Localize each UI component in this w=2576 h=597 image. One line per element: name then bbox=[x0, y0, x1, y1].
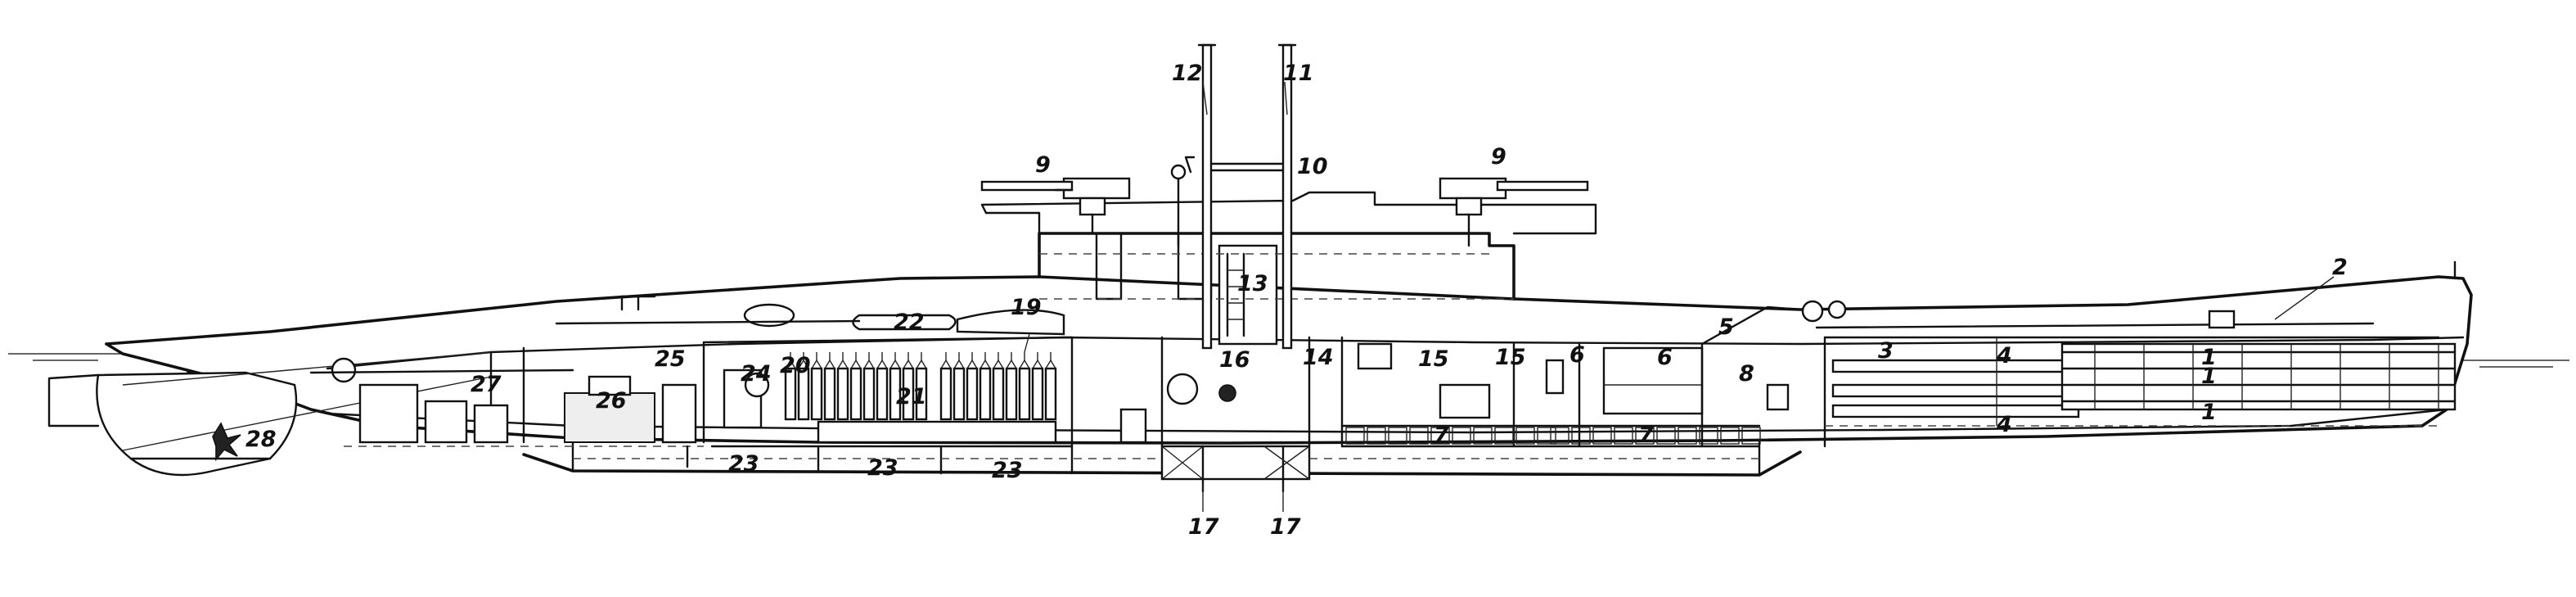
battery-cell bbox=[1635, 427, 1655, 445]
callout-3: 3 bbox=[1878, 338, 1894, 364]
battery-cell bbox=[1741, 427, 1761, 445]
cylinder bbox=[876, 352, 889, 421]
callout-23b: 23 bbox=[867, 455, 898, 481]
battery-cell bbox=[1345, 427, 1365, 445]
cylinder bbox=[797, 352, 810, 421]
callout-8: 8 bbox=[1739, 361, 1754, 387]
stern-assembly bbox=[47, 342, 574, 477]
cylinder bbox=[823, 352, 836, 421]
callout-9b: 9 bbox=[1491, 144, 1506, 170]
cylinder bbox=[810, 352, 823, 421]
conning-tower bbox=[980, 43, 1597, 493]
battery-cell bbox=[1515, 427, 1535, 445]
callout-4b: 4 bbox=[1996, 412, 2012, 437]
cylinder bbox=[836, 352, 849, 421]
cylinder bbox=[862, 352, 876, 421]
callout-23c: 23 bbox=[992, 458, 1023, 483]
cylinder bbox=[992, 352, 1005, 421]
battery-cell bbox=[1592, 427, 1612, 445]
callout-2: 2 bbox=[2332, 255, 2348, 280]
battery-cell bbox=[1678, 427, 1697, 445]
battery-cell bbox=[1537, 427, 1556, 445]
cylinder bbox=[889, 352, 902, 421]
cylinder bbox=[784, 352, 797, 421]
torpedo-tubes bbox=[2060, 344, 2457, 409]
callout-14: 14 bbox=[1303, 345, 1334, 370]
cylinder bbox=[1018, 352, 1031, 421]
callout-17b: 17 bbox=[1270, 514, 1301, 540]
cylinder bbox=[915, 352, 928, 421]
torpedo-room bbox=[1815, 260, 2457, 427]
callout-4a: 4 bbox=[1996, 343, 2012, 369]
battery-cell bbox=[1494, 427, 1514, 445]
callout-27: 27 bbox=[471, 372, 502, 397]
callout-24: 24 bbox=[741, 361, 772, 387]
cylinder bbox=[966, 352, 979, 421]
battery-cell bbox=[1388, 427, 1407, 445]
callout-26: 26 bbox=[596, 388, 627, 414]
forward-deck-gun bbox=[1439, 177, 1589, 247]
callout-5: 5 bbox=[1718, 314, 1734, 340]
callout-1c: 1 bbox=[2201, 400, 2217, 425]
diesel-cylinders bbox=[784, 352, 1057, 421]
forward-compartments bbox=[1340, 300, 1847, 448]
battery-cell bbox=[1656, 427, 1676, 445]
engine-room bbox=[555, 295, 1074, 448]
battery-cells-aft bbox=[1345, 427, 1556, 445]
callout-15b: 15 bbox=[1495, 345, 1526, 370]
battery-cell bbox=[1571, 427, 1591, 445]
battery-cell bbox=[1614, 427, 1633, 445]
battery-cell bbox=[1550, 427, 1569, 445]
callout-9a: 9 bbox=[1035, 152, 1051, 178]
callout-15a: 15 bbox=[1418, 346, 1449, 372]
callout-10: 10 bbox=[1297, 154, 1328, 179]
callout-6b: 6 bbox=[1657, 345, 1673, 370]
leader-lines bbox=[1024, 81, 2335, 512]
cylinder bbox=[939, 352, 952, 421]
cylinder bbox=[979, 352, 992, 421]
cylinder bbox=[902, 352, 915, 421]
callout-16: 16 bbox=[1219, 347, 1250, 373]
aft-deck-gun bbox=[980, 177, 1131, 235]
cylinder bbox=[1044, 352, 1057, 421]
cylinder bbox=[849, 352, 862, 421]
battery-cell bbox=[1720, 427, 1740, 445]
cylinder bbox=[1005, 352, 1018, 421]
callout-1b: 1 bbox=[2201, 364, 2217, 389]
aft-compartments bbox=[344, 341, 705, 447]
battery-cell bbox=[1430, 427, 1450, 445]
cylinder bbox=[952, 352, 966, 421]
callout-22: 22 bbox=[894, 310, 925, 335]
battery-cells-fwd bbox=[1550, 427, 1761, 445]
callout-7b: 7 bbox=[1638, 423, 1654, 448]
sea-surface bbox=[8, 353, 2569, 368]
callout-25: 25 bbox=[655, 346, 686, 372]
callout-19: 19 bbox=[1011, 295, 1042, 320]
callout-6a: 6 bbox=[1569, 342, 1585, 368]
callout-7a: 7 bbox=[1434, 423, 1449, 448]
battery-cell bbox=[1473, 427, 1493, 445]
callout-11: 11 bbox=[1283, 61, 1314, 86]
callout-13: 13 bbox=[1237, 271, 1268, 296]
callout-28: 28 bbox=[245, 427, 277, 452]
callout-23a: 23 bbox=[728, 451, 759, 477]
callout-12: 12 bbox=[1172, 61, 1203, 86]
callout-1a: 1 bbox=[2201, 345, 2217, 370]
battery-cell bbox=[1409, 427, 1429, 445]
callout-21: 21 bbox=[896, 384, 927, 409]
callout-20: 20 bbox=[780, 353, 811, 378]
callout-labels: 1 1 1 2 3 4 4 5 6 6 7 7 8 9 9 10 11 12 1… bbox=[245, 61, 2348, 540]
battery-cell bbox=[1367, 427, 1386, 445]
battery-cell bbox=[1699, 427, 1718, 445]
cylinder bbox=[1031, 352, 1044, 421]
battery-cell bbox=[1452, 427, 1471, 445]
callout-17a: 17 bbox=[1188, 514, 1219, 540]
